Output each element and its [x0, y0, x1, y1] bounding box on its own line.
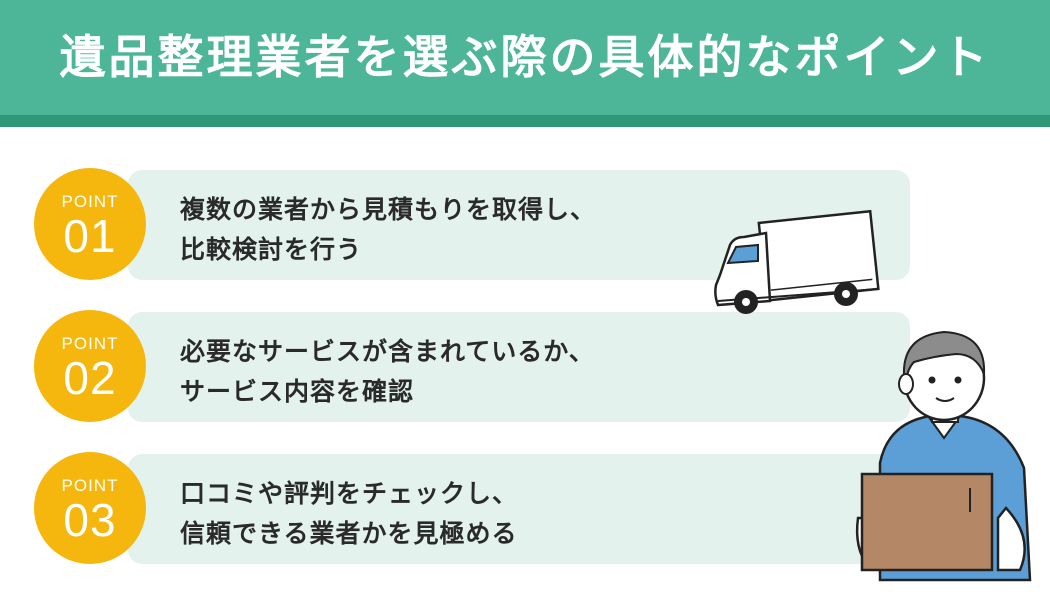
point-2-line-1: 必要なサービスが含まれているか、: [180, 337, 595, 366]
header-underline: [0, 115, 1050, 127]
point-row-3: 口コミや評判をチェックし、 信頼できる業者かを見極める: [128, 454, 910, 564]
point-1-badge: POINT 01: [34, 168, 146, 280]
point-1-text: 複数の業者から見積もりを取得し、 比較検討を行う: [180, 190, 700, 270]
point-2-badge-label: POINT: [61, 334, 119, 353]
point-3-line-1: 口コミや評判をチェックし、: [180, 479, 519, 508]
point-3-badge-number: 03: [63, 494, 117, 546]
point-2-badge-number: 02: [63, 352, 117, 404]
point-1-line-2: 比較検討を行う: [180, 235, 363, 264]
point-1-line-1: 複数の業者から見積もりを取得し、: [180, 195, 597, 224]
truck-icon: [714, 209, 880, 314]
point-3-text: 口コミや評判をチェックし、 信頼できる業者かを見極める: [180, 474, 700, 554]
point-2-line-2: サービス内容を確認: [180, 377, 415, 406]
page-title: 遺品整理業者を選ぶ際の具体的なポイント: [59, 30, 991, 84]
point-1-badge-label: POINT: [61, 192, 119, 211]
point-row-2: 必要なサービスが含まれているか、 サービス内容を確認: [128, 312, 910, 422]
point-1-badge-number: 01: [63, 210, 117, 262]
point-3-line-2: 信頼できる業者かを見極める: [180, 519, 518, 548]
header-banner: [0, 0, 1050, 115]
cardboard-box-icon: [860, 472, 994, 572]
point-2-text: 必要なサービスが含まれているか、 サービス内容を確認: [180, 332, 700, 412]
point-2-badge: POINT 02: [34, 310, 146, 422]
point-3-badge-label: POINT: [61, 476, 119, 495]
point-3-badge: POINT 03: [34, 452, 146, 564]
